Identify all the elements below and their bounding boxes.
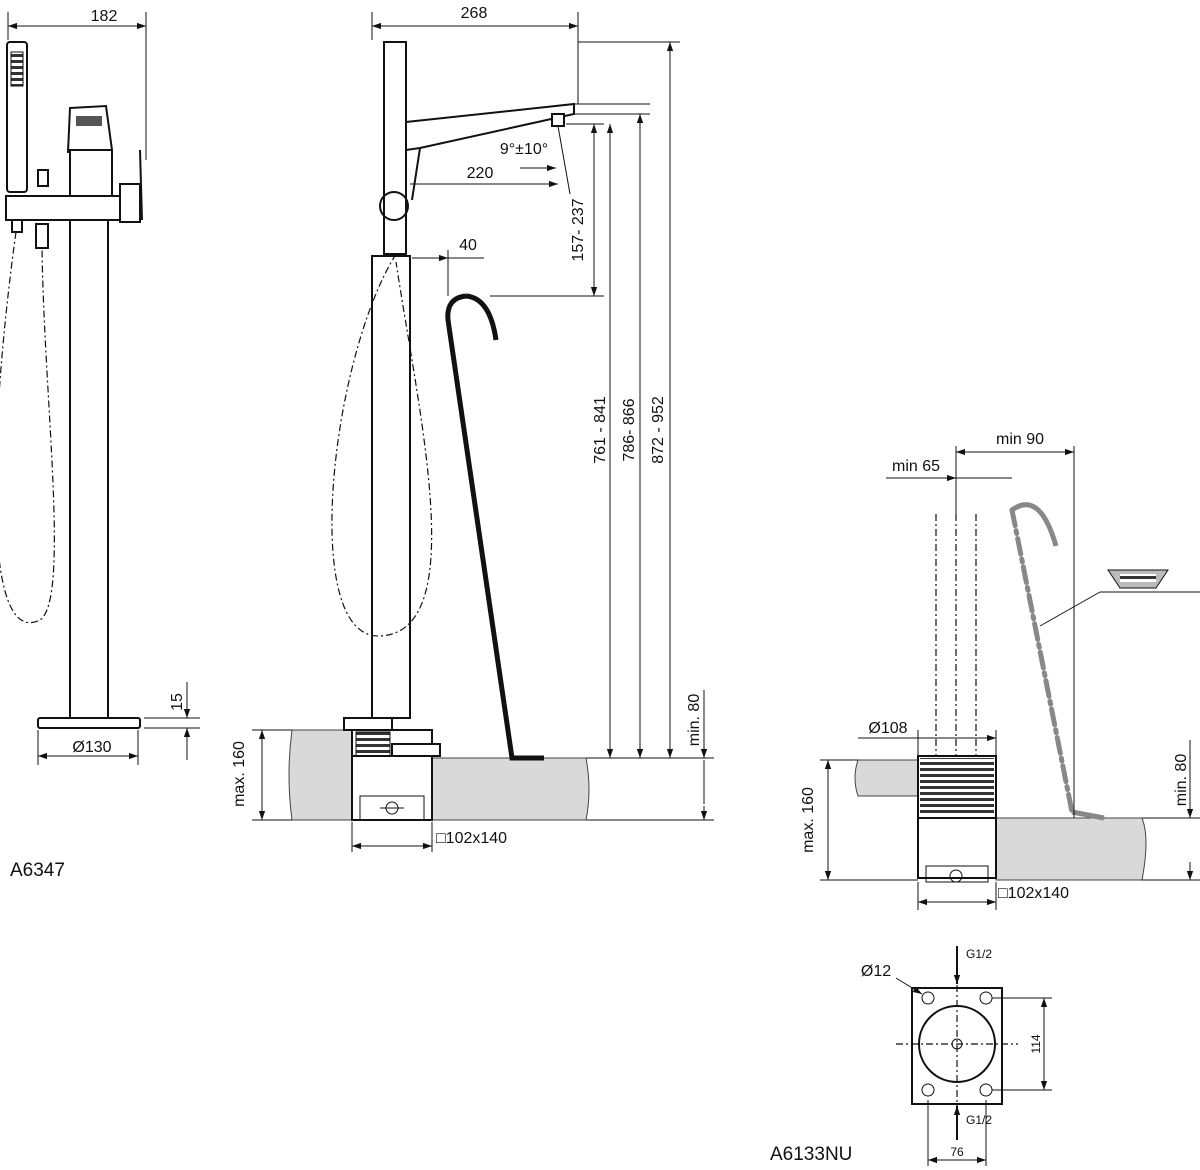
- max-depth-box-label: max. 160: [800, 787, 817, 853]
- base-height-label: 15: [169, 693, 186, 711]
- outlet-gap-label: 157- 237: [570, 198, 587, 261]
- hole-diameter-label: Ø12: [861, 963, 891, 980]
- hose-offset-label: 40: [459, 237, 477, 254]
- box-diameter-label: Ø108: [868, 720, 907, 737]
- min-65-label: min 65: [892, 458, 940, 475]
- height-786-label: 786- 866: [621, 398, 638, 461]
- inlet-top-label: G1/2: [966, 947, 992, 961]
- height-761-label: 761 - 841: [592, 396, 609, 464]
- base-diameter-label: Ø130: [72, 739, 111, 756]
- box-size-side-label: □102x140: [436, 830, 507, 847]
- side-view: 268 220 9°±10° 40 157- 237 761 - 841 786…: [231, 5, 714, 852]
- spout-length-label: 268: [461, 5, 488, 22]
- inlet-bottom-label: G1/2: [966, 1113, 992, 1127]
- min-90-label: min 90: [996, 431, 1044, 448]
- spout-angle-label: 9°±10°: [500, 141, 548, 158]
- spout-reach-label: 220: [467, 165, 494, 182]
- front-width-label: 182: [91, 8, 118, 25]
- box-size-box-label: □102x140: [998, 885, 1069, 902]
- min-depth-side-label: min. 80: [686, 694, 703, 747]
- plate-height-label: 114: [1029, 1034, 1043, 1053]
- height-872-label: 872 - 952: [650, 396, 667, 464]
- plate-width-label: 76: [950, 1145, 964, 1159]
- front-view: 182 15 Ø130 A6347: [0, 8, 200, 881]
- box-code: A6133NU: [770, 1144, 852, 1165]
- max-depth-side-label: max. 160: [231, 741, 248, 807]
- install-box-view: min 90 min 65 Ø108 max. 160 min. 80 □102…: [770, 431, 1200, 1166]
- mixer-code: A6347: [10, 860, 65, 881]
- min-depth-box-label: min. 80: [1173, 754, 1190, 807]
